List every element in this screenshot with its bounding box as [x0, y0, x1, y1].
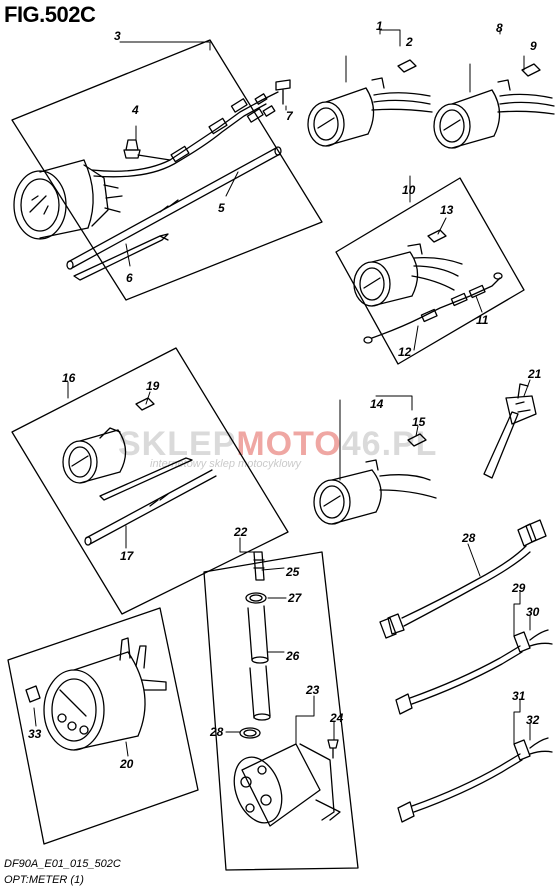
callout-5: 5 [218, 201, 225, 215]
group-box-23 [203, 551, 359, 871]
gauge-20-drawing [25, 637, 167, 751]
callout-14: 14 [370, 397, 384, 411]
callout-28-bottom: 28 [209, 725, 224, 739]
footer-caption: OPT:METER (1) [4, 874, 84, 886]
part-22-drawing [483, 383, 537, 479]
callout-17: 17 [120, 549, 135, 563]
callout-2: 2 [405, 35, 413, 49]
group-box-10 [335, 177, 525, 365]
callout-10: 10 [402, 183, 416, 197]
callout-29: 28 [461, 531, 476, 545]
callout-32: 31 [512, 689, 526, 703]
gauge-16-drawing [62, 397, 217, 546]
callout-12: 12 [398, 345, 412, 359]
group-box-20 [7, 607, 199, 845]
callout-20: 20 [119, 757, 134, 771]
group-box-3 [11, 39, 323, 301]
callout-26: 25 [285, 565, 300, 579]
callout-8: 8 [496, 21, 503, 35]
harness-32-drawing [397, 737, 553, 823]
callout-3: 3 [114, 29, 121, 43]
part-23-drawing [233, 551, 341, 827]
callout-31: 30 [526, 605, 540, 619]
callout-19: 19 [146, 379, 160, 393]
callout-30: 29 [511, 581, 526, 595]
callout-16: 16 [62, 371, 76, 385]
callout-7: 7 [286, 109, 294, 123]
gauge-10-drawing [353, 229, 503, 344]
callout-13: 13 [440, 203, 454, 217]
callout-28-top: 27 [287, 591, 303, 605]
harness-30-drawing [395, 629, 553, 715]
watermark-logo: SKLEPMOTO46.PL [118, 425, 438, 463]
callout-23: 22 [233, 525, 248, 539]
callout-33: 32 [526, 713, 540, 727]
group-box-16 [11, 347, 289, 615]
harness-29-drawing [379, 519, 547, 639]
callout-6: 6 [126, 271, 133, 285]
callout-15: 15 [412, 415, 426, 429]
callout-21: 33 [28, 727, 42, 741]
callout-27: 26 [285, 649, 300, 663]
callout-labels: 3 1 2 8 9 4 7 5 6 10 13 11 12 16 19 17 1… [28, 19, 542, 771]
watermark-tagline: internetowy sklep motocyklowy [150, 458, 302, 470]
callout-9: 9 [530, 39, 537, 53]
gauge-14-drawing [313, 433, 437, 525]
callout-25: 24 [329, 711, 344, 725]
footer-code: DF90A_E01_015_502C [4, 858, 121, 870]
callout-1: 1 [376, 19, 383, 33]
gauge-3-drawing [13, 79, 291, 281]
gauge-8-drawing [433, 63, 555, 149]
callout-24: 23 [305, 683, 320, 697]
leader-lines [33, 29, 531, 757]
callout-4: 4 [131, 103, 139, 117]
figure-title: FIG.502C [4, 2, 96, 27]
callout-11: 11 [476, 313, 489, 327]
gauge-1-drawing [307, 59, 433, 147]
callout-22: 21 [527, 367, 542, 381]
